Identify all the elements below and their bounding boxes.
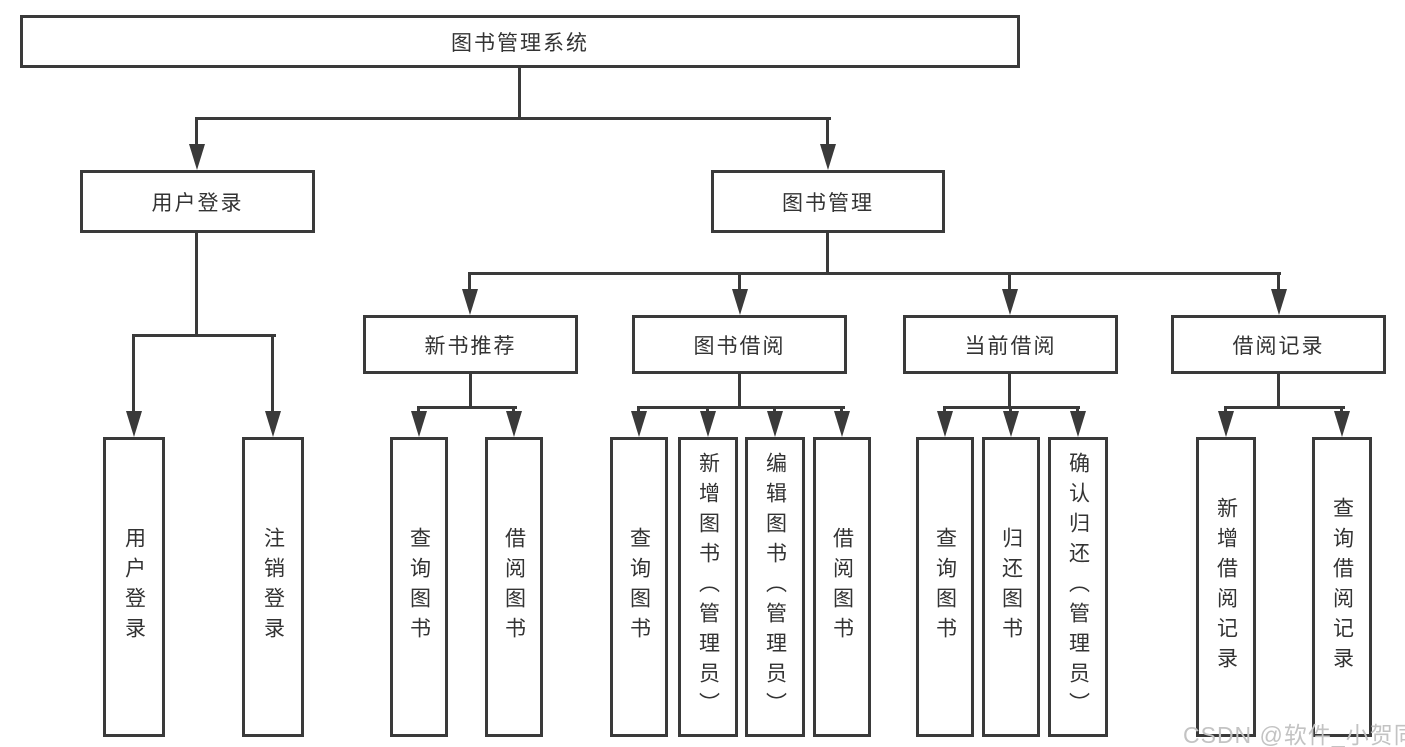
arrow-down-icon — [1070, 411, 1086, 437]
arrow-down-icon — [411, 411, 427, 437]
leaf-query-books-current-label: 查询图书 — [933, 527, 957, 647]
node-current-borrow: 当前借阅 — [903, 315, 1118, 374]
connector-stem — [1008, 374, 1011, 408]
connector-root-stem — [518, 68, 521, 119]
node-book-borrow: 图书借阅 — [632, 315, 847, 374]
leaf-confirm-return-admin-label: 确认归还（管理员） — [1066, 452, 1090, 722]
leaf-user-login: 用户登录 — [103, 437, 165, 737]
leaf-borrow-books-recommend: 借阅图书 — [485, 437, 543, 737]
node-book-management-label: 图书管理 — [782, 191, 874, 215]
node-new-book-recommend: 新书推荐 — [363, 315, 578, 374]
arrow-down-icon — [700, 411, 716, 437]
leaf-query-borrow-record-label: 查询借阅记录 — [1330, 497, 1354, 677]
leaf-edit-book-admin: 编辑图书（管理员） — [745, 437, 805, 737]
arrow-down-icon — [189, 144, 205, 170]
connector-stem — [469, 374, 472, 408]
connector-leaf-shaft — [132, 334, 135, 412]
arrow-down-icon — [732, 289, 748, 315]
arrow-down-icon — [1002, 289, 1018, 315]
arrow-down-icon — [820, 144, 836, 170]
connector-branch — [417, 406, 517, 409]
leaf-logout-label: 注销登录 — [261, 527, 285, 647]
connector-book-mgmt-branch — [469, 272, 1281, 275]
arrow-down-icon — [462, 289, 478, 315]
leaf-query-books-borrow-label: 查询图书 — [627, 527, 651, 647]
node-current-borrow-label: 当前借阅 — [964, 334, 1057, 358]
node-user-login: 用户登录 — [80, 170, 315, 233]
arrow-down-icon — [834, 411, 850, 437]
leaf-borrow-books-recommend-label: 借阅图书 — [502, 527, 526, 647]
leaf-add-borrow-record: 新增借阅记录 — [1196, 437, 1256, 737]
node-new-book-recommend-label: 新书推荐 — [424, 334, 517, 358]
connector-book-mgmt-shaft — [826, 117, 829, 145]
connector-l2-shaft — [1277, 272, 1280, 291]
connector-stem — [1277, 374, 1280, 408]
node-book-borrow-label: 图书借阅 — [693, 334, 786, 358]
connector-user-login-stem — [195, 233, 198, 336]
arrow-down-icon — [1218, 411, 1234, 437]
arrow-down-icon — [126, 411, 142, 437]
node-book-management: 图书管理 — [711, 170, 945, 233]
leaf-return-books-label: 归还图书 — [999, 527, 1023, 647]
leaf-query-books-recommend: 查询图书 — [390, 437, 448, 737]
leaf-query-books-current: 查询图书 — [916, 437, 974, 737]
connector-l2-shaft — [1008, 272, 1011, 291]
connector-l2-shaft — [468, 272, 471, 291]
node-root-label: 图书管理系统 — [451, 31, 589, 55]
leaf-query-borrow-record: 查询借阅记录 — [1312, 437, 1372, 737]
leaf-user-login-label: 用户登录 — [122, 527, 146, 647]
leaf-add-book-admin: 新增图书（管理员） — [678, 437, 738, 737]
node-root: 图书管理系统 — [20, 15, 1020, 68]
connector-branch — [637, 406, 845, 409]
connector-user-login-shaft — [195, 117, 198, 145]
leaf-logout: 注销登录 — [242, 437, 304, 737]
connector-root-branch — [195, 117, 831, 120]
arrow-down-icon — [1271, 289, 1287, 315]
arrow-down-icon — [506, 411, 522, 437]
connector-l2-shaft — [738, 272, 741, 291]
connector-stem — [738, 374, 741, 408]
leaf-borrow-books-2-label: 借阅图书 — [830, 527, 854, 647]
arrow-down-icon — [1334, 411, 1350, 437]
leaf-query-books-borrow: 查询图书 — [610, 437, 668, 737]
leaf-edit-book-admin-label: 编辑图书（管理员） — [763, 452, 787, 722]
csdn-watermark: CSDN @软件_小贺同学 — [1183, 722, 1405, 747]
leaf-add-book-admin-label: 新增图书（管理员） — [696, 452, 720, 722]
connector-leaf-shaft — [271, 334, 274, 412]
leaf-return-books: 归还图书 — [982, 437, 1040, 737]
leaf-query-books-recommend-label: 查询图书 — [407, 527, 431, 647]
connector-book-mgmt-stem — [826, 233, 829, 274]
node-borrow-records: 借阅记录 — [1171, 315, 1386, 374]
arrow-down-icon — [937, 411, 953, 437]
arrow-down-icon — [767, 411, 783, 437]
arrow-down-icon — [265, 411, 281, 437]
leaf-confirm-return-admin: 确认归还（管理员） — [1048, 437, 1108, 737]
arrow-down-icon — [631, 411, 647, 437]
leaf-add-borrow-record-label: 新增借阅记录 — [1214, 497, 1238, 677]
leaf-borrow-books-2: 借阅图书 — [813, 437, 871, 737]
arrow-down-icon — [1003, 411, 1019, 437]
node-user-login-label: 用户登录 — [151, 191, 244, 215]
node-borrow-records-label: 借阅记录 — [1232, 334, 1325, 358]
connector-user-login-branch — [132, 334, 276, 337]
connector-branch — [1224, 406, 1345, 409]
